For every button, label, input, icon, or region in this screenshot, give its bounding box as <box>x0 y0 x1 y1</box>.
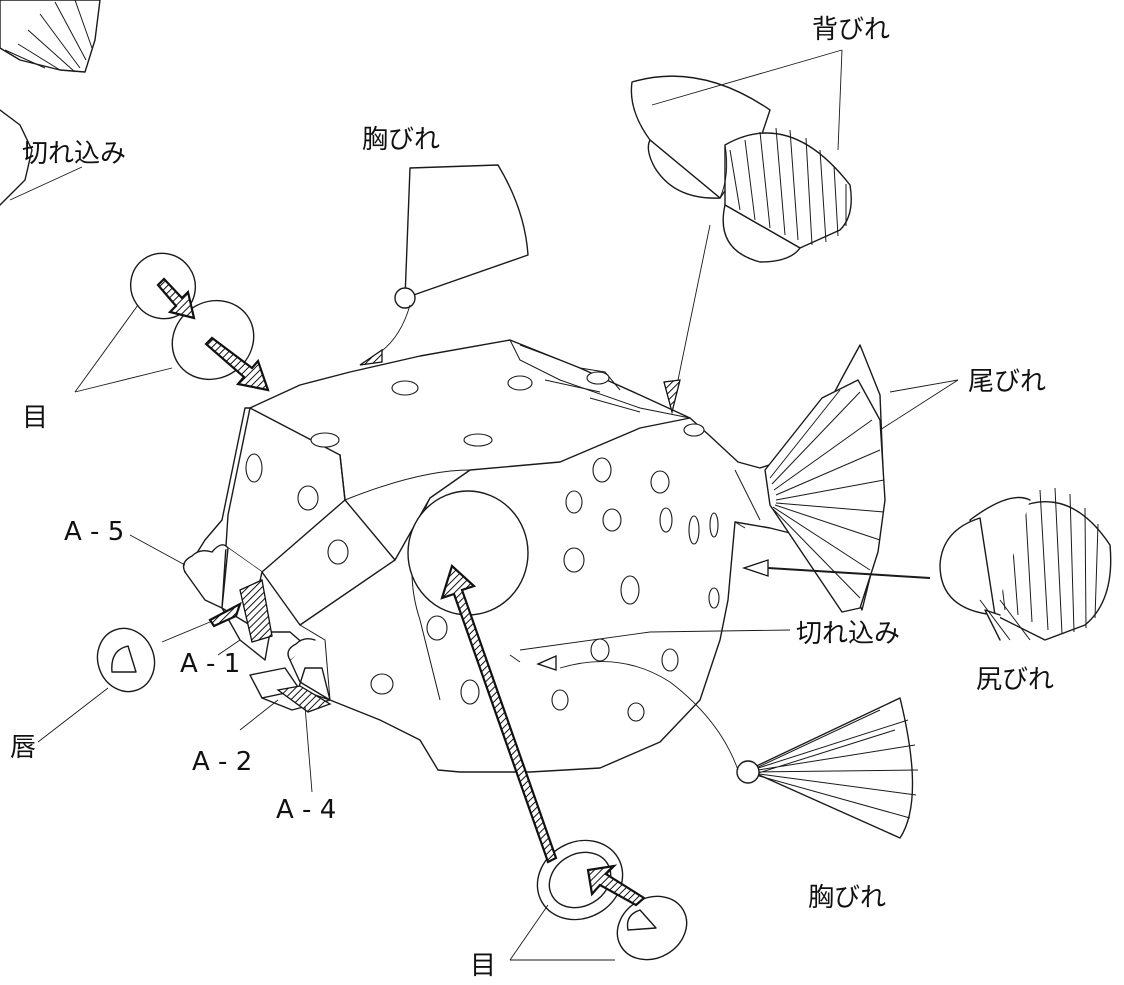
anal-fin-pieces <box>939 487 1112 641</box>
label-a4: A - 4 <box>276 795 336 825</box>
partial-fan-left <box>0 109 83 206</box>
label-notch-middle: 切れ込み <box>796 619 900 649</box>
label-eye-left: 目 <box>22 403 48 433</box>
label-leaders <box>129 379 959 793</box>
eye-socket <box>407 490 529 616</box>
pectoral-fin-bottom-piece <box>559 661 919 839</box>
fish-body <box>182 339 884 773</box>
label-pectoral-fin-bottom: 胸びれ <box>808 883 886 913</box>
tail-fin <box>764 379 886 613</box>
label-eye-bottom: 目 <box>470 951 496 981</box>
partial-fan-top-left <box>0 0 101 73</box>
label-a2: A - 2 <box>192 747 252 777</box>
small-arrowheads <box>359 348 931 671</box>
pectoral-fin-top-piece <box>375 164 529 356</box>
label-a1: A - 1 <box>180 649 240 679</box>
dorsal-fin-pieces <box>630 49 852 381</box>
labels: 背びれ 胸びれ 切れ込み 目 尾びれ A - 5 A - 1 A - 2 A -… <box>10 15 1054 981</box>
label-pectoral-fin-top: 胸びれ <box>362 125 440 155</box>
label-dorsal-fin: 背びれ <box>812 15 890 45</box>
lips-piece <box>37 621 211 743</box>
label-a5: A - 5 <box>64 517 124 547</box>
label-tail-fin: 尾びれ <box>968 367 1046 397</box>
eye-pieces-bottom <box>509 839 688 961</box>
body-spots <box>245 371 720 722</box>
assembly-arrows <box>156 277 646 907</box>
label-lips: 唇 <box>10 733 36 763</box>
label-anal-fin: 尻びれ <box>976 665 1054 695</box>
label-notch-top: 切れ込み <box>22 139 126 169</box>
